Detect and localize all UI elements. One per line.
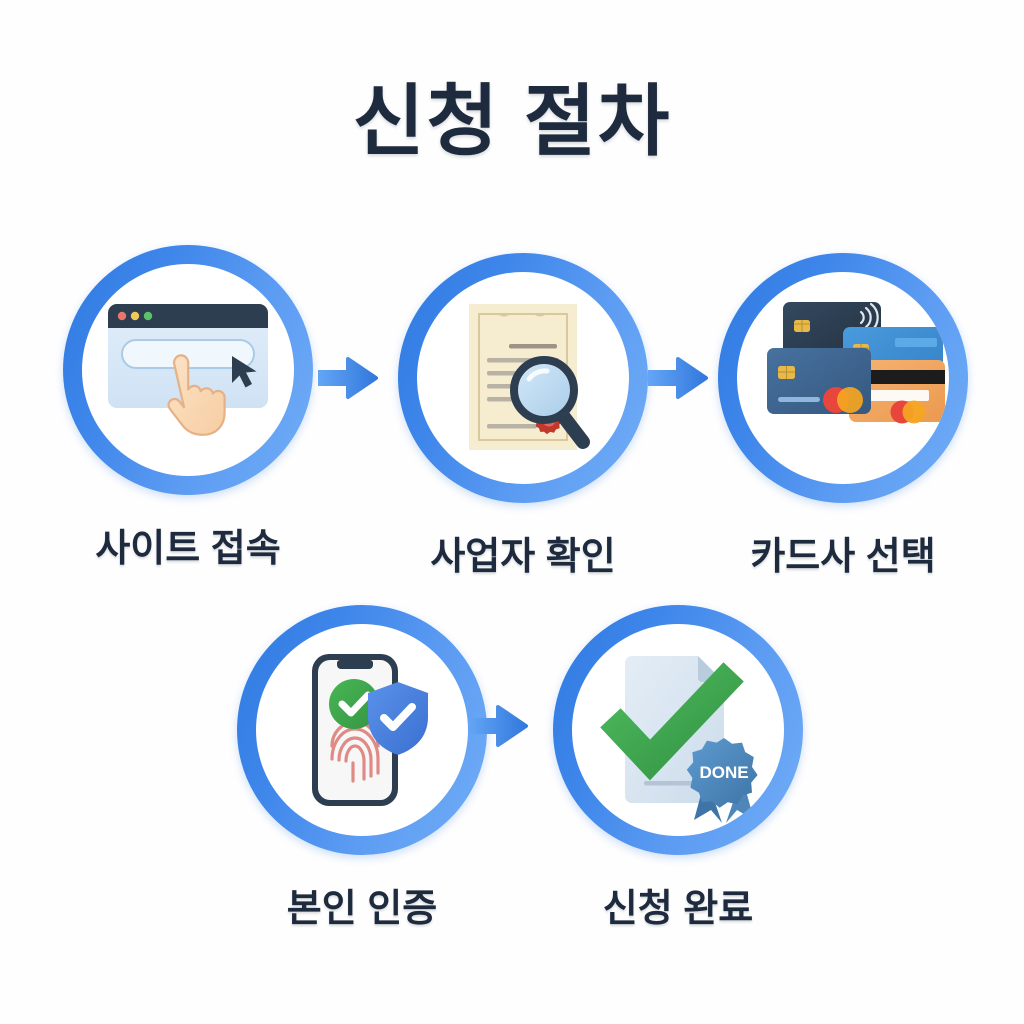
step-1-icon-area — [82, 264, 294, 476]
browser-search-click-icon — [108, 304, 268, 436]
step-5-ring-wrap: DONE — [553, 605, 803, 855]
step-node-4[interactable]: 본인 인증 — [237, 605, 487, 932]
certificate-magnifier-icon — [469, 304, 590, 450]
phone-fingerprint-shield-icon — [312, 654, 428, 806]
step-5-label: 신청 완료 — [602, 888, 754, 930]
step-3-label: 카드사 선택 — [750, 536, 936, 578]
flow-arrow-3 — [468, 700, 530, 752]
page-title: 신청 절차 — [352, 77, 672, 165]
step-node-2[interactable]: 사업자 확인 — [398, 253, 648, 580]
step-4-label: 본인 인증 — [286, 888, 438, 930]
step-node-5[interactable]: DONE 신청 완료 — [553, 605, 803, 932]
step-2-ring-wrap — [398, 253, 648, 503]
step-1-label: 사이트 접속 — [95, 528, 281, 570]
step-node-1[interactable]: 사이트 접속 — [63, 245, 313, 572]
arrow-right-icon — [648, 357, 708, 399]
step-1-ring-wrap — [63, 245, 313, 495]
step-2-icon-area — [417, 272, 629, 484]
step-4-icon-area — [256, 624, 468, 836]
flow-arrow-1 — [318, 352, 380, 404]
document-check-ribbon-icon: DONE — [600, 656, 758, 823]
step-3-icon-area — [737, 272, 949, 484]
flow-arrow-2 — [648, 352, 710, 404]
arrow-right-icon — [318, 357, 378, 399]
credit-cards-icon — [767, 302, 945, 424]
step-node-3[interactable]: 카드사 선택 — [718, 253, 968, 580]
step-2-label: 사업자 확인 — [430, 536, 616, 578]
step-5-icon-area: DONE — [572, 624, 784, 836]
step-4-ring-wrap — [237, 605, 487, 855]
done-badge-text: DONE — [699, 763, 748, 782]
step-3-ring-wrap — [718, 253, 968, 503]
arrow-right-icon — [468, 705, 528, 747]
